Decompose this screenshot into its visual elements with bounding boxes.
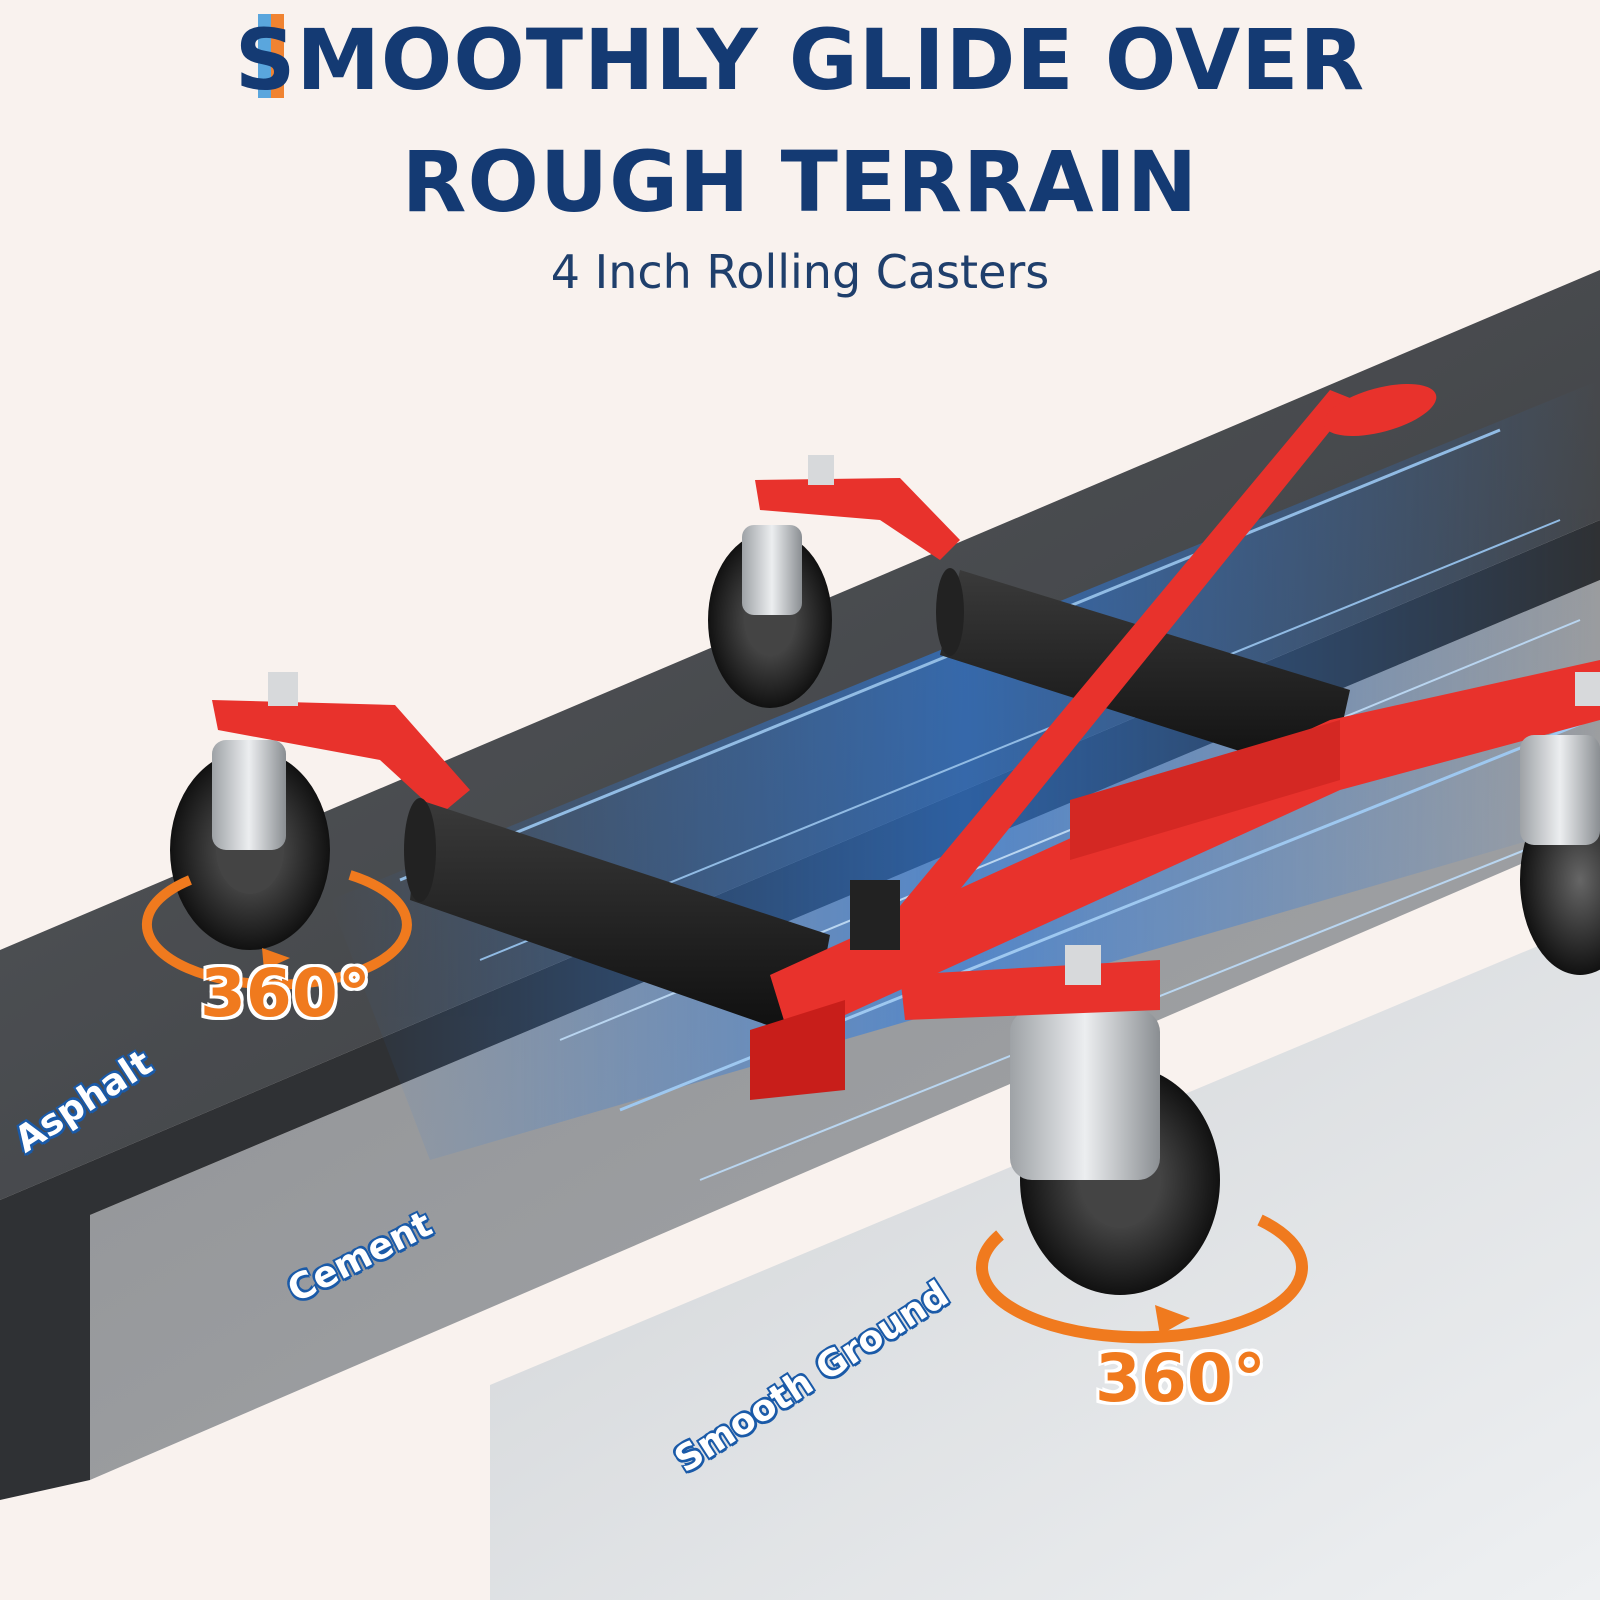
caster-front-right: [900, 945, 1220, 1295]
dolly-frame: [750, 383, 1600, 1100]
caster-front-left: [170, 672, 470, 950]
subtitle: 4 Inch Rolling Casters: [550, 245, 1050, 299]
rotation-label-left: 360°: [200, 955, 371, 1032]
handle: [880, 390, 1355, 945]
accent-bar-blue: [258, 14, 271, 98]
header: SMOOTHLY GLIDE OVER ROUGH TERRAIN 4 Inch…: [0, 0, 1600, 320]
caster-back-right: [1520, 672, 1600, 975]
accent-bar-orange: [271, 14, 284, 98]
back-roller: [936, 568, 1350, 780]
rotation-label-right: 360°: [1095, 1340, 1266, 1417]
caster-back-left: [708, 455, 960, 708]
rotation-arrow-right: [976, 1214, 1308, 1344]
smooth-ground-slab: [490, 920, 1600, 1600]
headline-line-2: ROUGH TERRAIN: [401, 133, 1199, 231]
front-roller: [404, 798, 830, 1040]
headline-line-1: SMOOTHLY GLIDE OVER: [234, 11, 1366, 109]
handle-grip: [1323, 383, 1437, 437]
rotation-arrow-left: [141, 870, 412, 990]
